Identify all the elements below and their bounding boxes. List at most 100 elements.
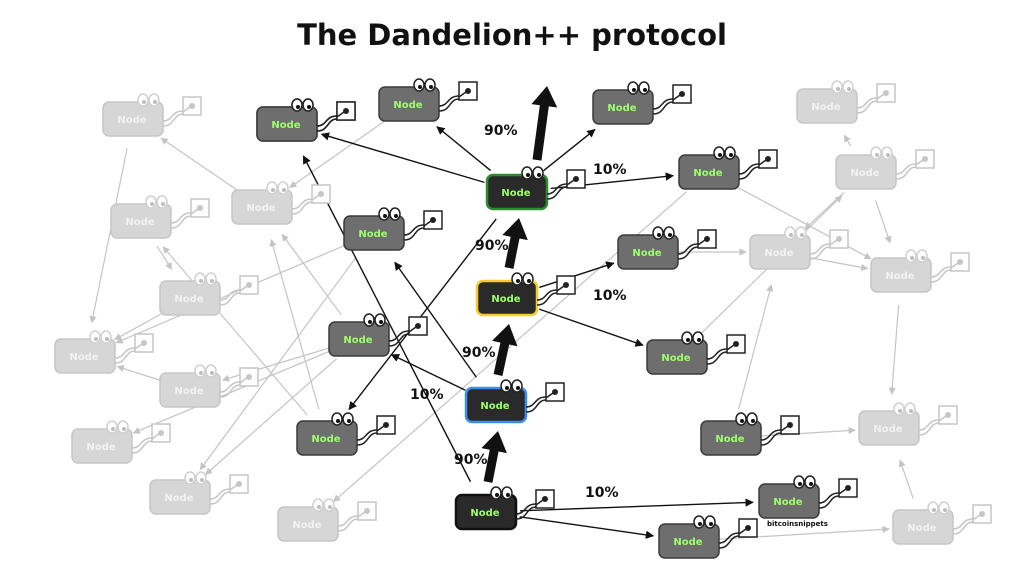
eyes-icon xyxy=(713,146,736,160)
eyes-icon xyxy=(331,412,354,426)
network-plug-icon xyxy=(856,83,896,114)
node-label: Node xyxy=(501,188,530,199)
pct-10-s2: 10% xyxy=(593,288,627,304)
stem-arrow-final xyxy=(531,86,558,161)
eyes-icon xyxy=(413,78,436,92)
node-label: Node xyxy=(164,493,193,504)
eyes-icon xyxy=(793,475,816,489)
node-f13: Node xyxy=(749,226,849,270)
network-plug-icon xyxy=(114,333,154,364)
stem-arrow-0 xyxy=(481,431,507,483)
faint-edge-1 xyxy=(269,239,320,410)
node-s3: Node xyxy=(485,166,586,211)
node-d13: Node xyxy=(256,98,356,142)
eyes-icon xyxy=(905,249,928,263)
network-plug-icon xyxy=(291,184,331,215)
network-plug-icon xyxy=(209,474,249,505)
faint-edge-15 xyxy=(875,200,892,244)
faint-edge-4 xyxy=(156,245,173,270)
eyes-icon xyxy=(490,486,513,500)
node-f5: Node xyxy=(54,330,154,374)
node-label: Node xyxy=(673,537,702,548)
faint-edge-12 xyxy=(204,358,337,475)
fluff-edge-0 xyxy=(519,498,754,512)
eyes-icon xyxy=(681,331,704,345)
network-plug-icon xyxy=(219,367,259,398)
fluff-edge-4 xyxy=(394,261,477,378)
faint-edge-13 xyxy=(281,233,342,316)
eyes-icon xyxy=(145,195,168,209)
node-d6: Node xyxy=(296,412,396,456)
node-d2: Node xyxy=(378,78,478,122)
node-label: Node xyxy=(632,248,661,259)
eyes-icon xyxy=(521,166,544,180)
pct-90-s1: 90% xyxy=(462,345,496,361)
node-d9: Node xyxy=(646,331,746,375)
node-label: Node xyxy=(86,442,115,453)
fluff-edge-2 xyxy=(302,155,472,483)
eyes-icon xyxy=(831,80,854,94)
eyes-icon xyxy=(312,498,335,512)
fluff-edge-7 xyxy=(320,132,485,184)
node-label: Node xyxy=(907,523,936,534)
eyes-icon xyxy=(652,226,675,240)
pct-90-s0: 90% xyxy=(454,452,488,468)
eyes-icon xyxy=(266,181,289,195)
node-f3: Node xyxy=(110,195,210,239)
labels-layer: 90% 90% 90% 90% 10% 10% 10% 10% bitcoins… xyxy=(410,123,828,528)
network-plug-icon xyxy=(438,81,478,112)
network-plug-icon xyxy=(515,489,555,520)
node-label: Node xyxy=(271,120,300,131)
node-label: Node xyxy=(811,102,840,113)
network-plug-icon xyxy=(918,405,958,436)
node-label: Node xyxy=(715,434,744,445)
eyes-icon xyxy=(89,330,112,344)
node-f6: Node xyxy=(159,364,259,408)
eyes-icon xyxy=(870,146,893,160)
eyes-icon xyxy=(893,402,916,416)
node-label: Node xyxy=(292,520,321,531)
network-plug-icon xyxy=(930,252,970,283)
node-label: Node xyxy=(773,497,802,508)
network-plug-icon xyxy=(536,275,576,306)
network-plug-icon xyxy=(316,101,356,132)
node-f10: Node xyxy=(796,80,896,124)
network-plug-icon xyxy=(356,415,396,446)
node-label: Node xyxy=(661,353,690,364)
node-d12: Node xyxy=(658,515,758,559)
fluff-edge-3 xyxy=(390,353,466,391)
node-d10: Node xyxy=(700,412,800,456)
faint-edge-25 xyxy=(898,459,914,499)
node-label: Node xyxy=(873,424,902,435)
network-plug-icon xyxy=(525,382,565,413)
network-plug-icon xyxy=(718,518,758,549)
fluff-edge-11 xyxy=(348,218,497,411)
eyes-icon xyxy=(500,379,523,393)
eyes-icon xyxy=(693,515,716,529)
network-plug-icon xyxy=(337,501,377,532)
diagram-title: The Dandelion++ protocol xyxy=(297,18,727,52)
network-plug-icon xyxy=(760,415,800,446)
network-plug-icon xyxy=(388,316,428,347)
node-f7: Node xyxy=(71,420,171,464)
eyes-icon xyxy=(378,207,401,221)
network-plug-icon xyxy=(809,229,849,260)
node-label: Node xyxy=(246,203,275,214)
node-label: Node xyxy=(125,217,154,228)
node-f4: Node xyxy=(159,272,259,316)
node-label: Node xyxy=(117,115,146,126)
pct-90-s3: 90% xyxy=(484,123,518,139)
eyes-icon xyxy=(184,471,207,485)
node-d4: Node xyxy=(343,207,443,251)
eyes-icon xyxy=(363,313,386,327)
node-label: Node xyxy=(358,229,387,240)
faint-edge-3 xyxy=(160,137,238,191)
eyes-icon xyxy=(194,364,217,378)
node-d11: Node xyxy=(758,475,858,519)
node-f8: Node xyxy=(149,471,249,515)
node-d3: Node xyxy=(592,81,692,125)
network-plug-icon xyxy=(652,84,692,115)
faint-edge-9 xyxy=(116,365,162,382)
